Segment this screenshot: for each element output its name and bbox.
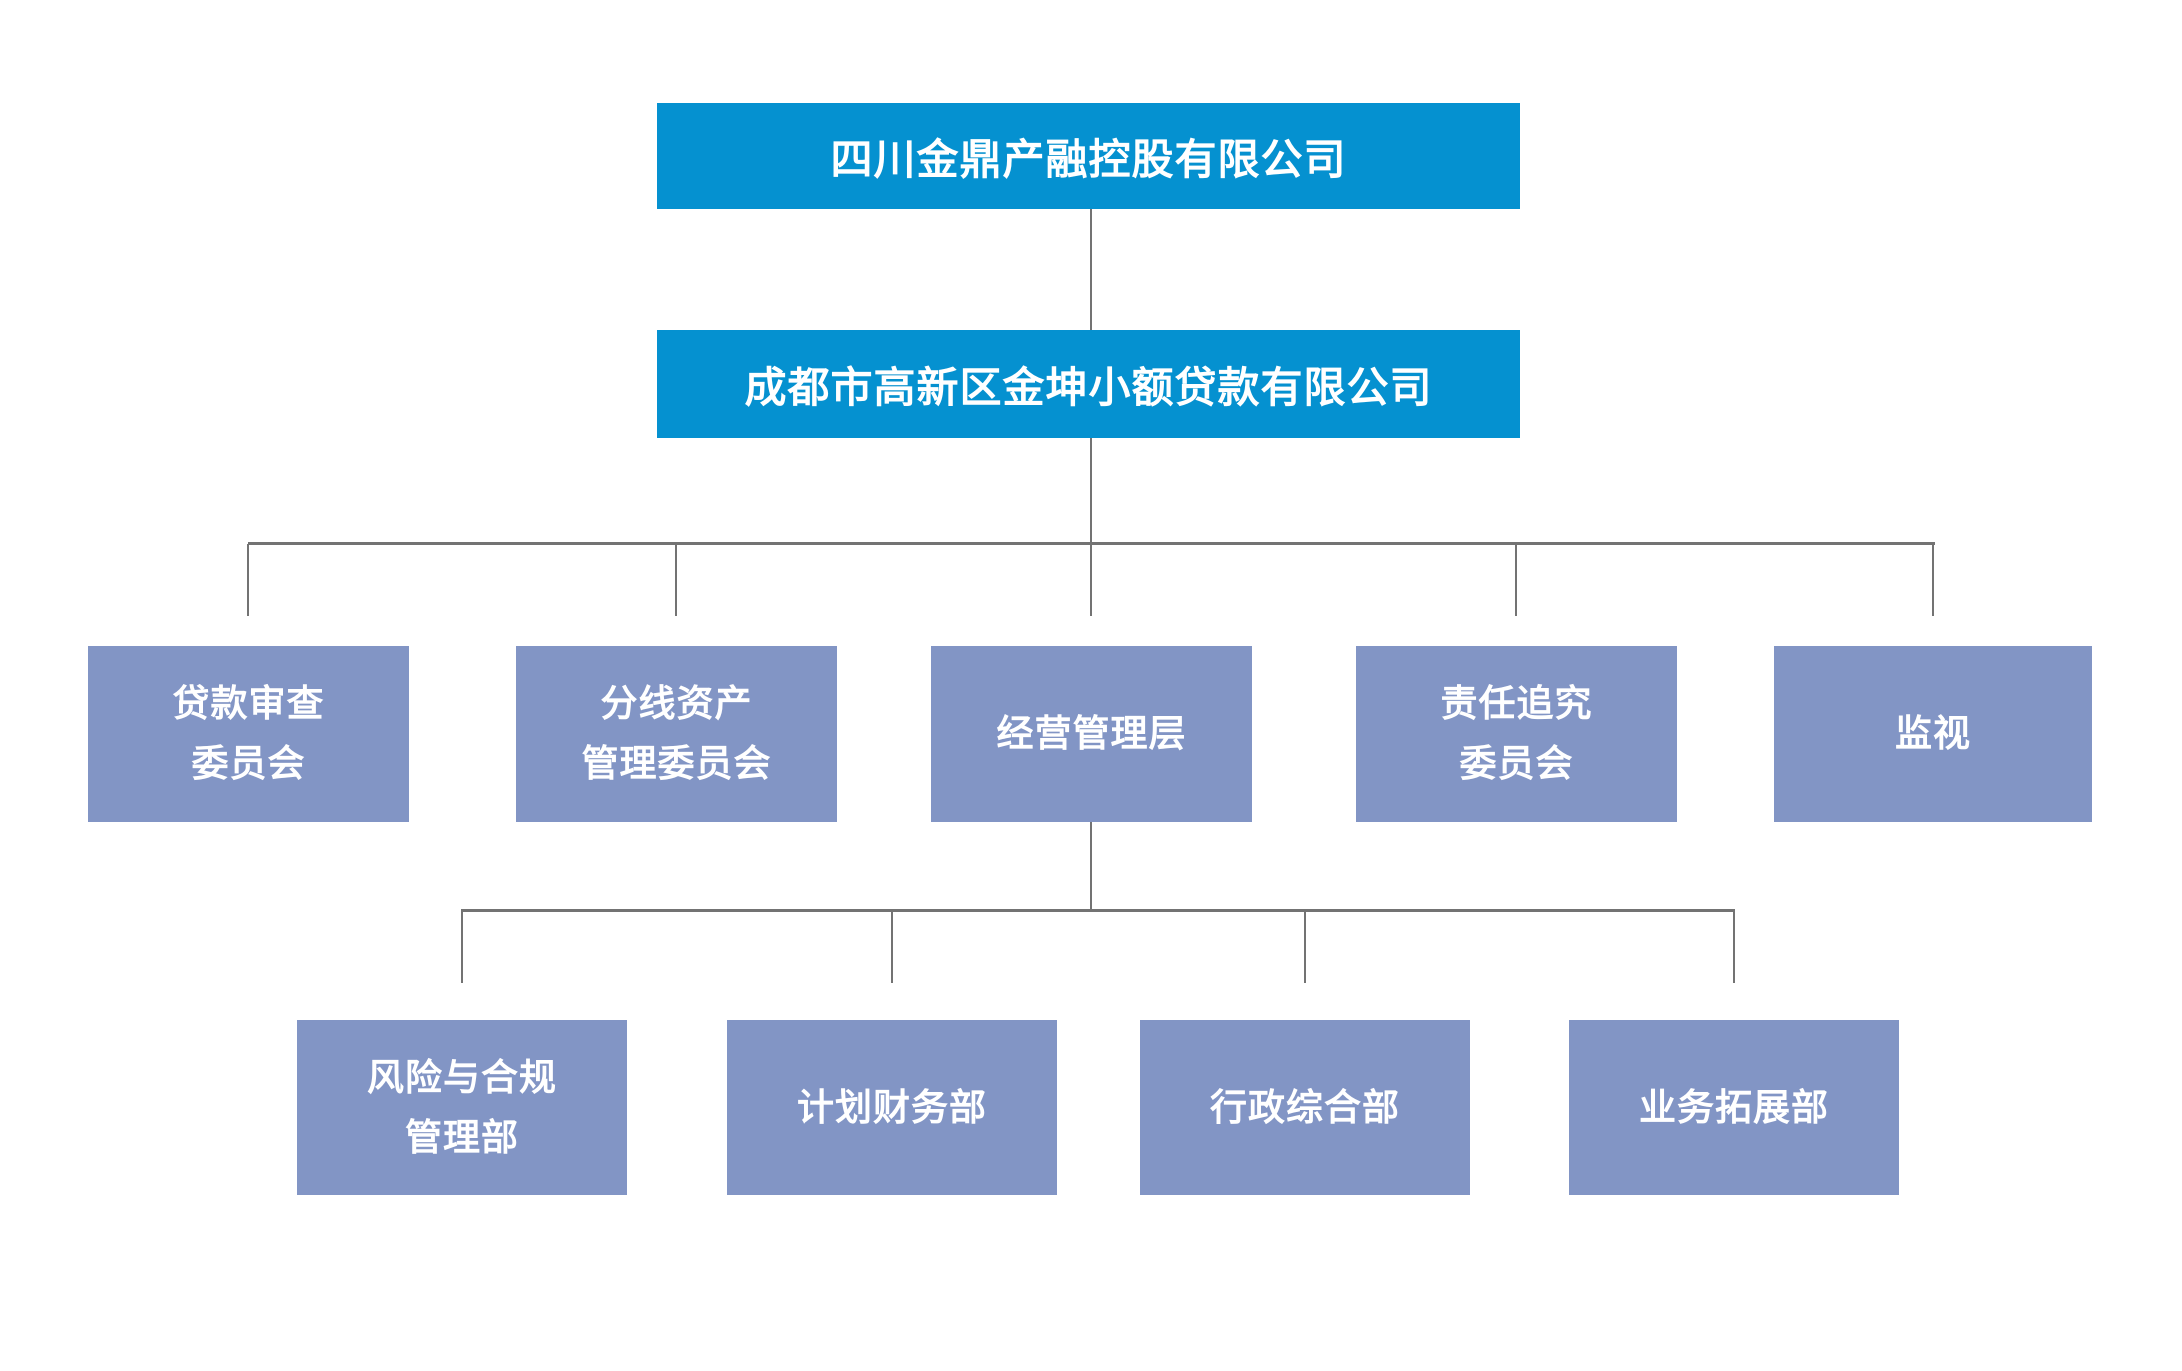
node-root-company-label: 四川金鼎产融控股有限公司 <box>830 135 1347 183</box>
node-subsidiary-company-label: 成都市高新区金坤小额贷款有限公司 <box>744 363 1433 411</box>
connector-level3-rail <box>248 542 1935 545</box>
node-planning-finance-dept: 计划财务部 <box>727 1020 1057 1195</box>
connector-stub-accountability <box>1515 544 1517 616</box>
node-management-level: 经营管理层 <box>931 646 1252 822</box>
connector-level4-rail <box>461 909 1735 912</box>
node-root-company: 四川金鼎产融控股有限公司 <box>657 103 1520 209</box>
node-accountability-committee-label: 责任追究 委员会 <box>1440 683 1593 784</box>
node-risk-compliance-dept-label: 风险与合规 管理部 <box>367 1056 557 1158</box>
node-admin-general-dept-label: 行政综合部 <box>1210 1086 1400 1128</box>
connector-stub-loan-review <box>247 544 249 616</box>
connector-root-to-subsidiary <box>1090 208 1092 330</box>
connector-stub-business-development <box>1733 911 1735 983</box>
connector-stub-asset-management <box>675 544 677 616</box>
node-planning-finance-dept-label: 计划财务部 <box>797 1086 987 1128</box>
node-business-development-dept: 业务拓展部 <box>1569 1020 1899 1195</box>
node-accountability-committee: 责任追究 委员会 <box>1356 646 1677 822</box>
connector-stub-management <box>1090 544 1092 616</box>
node-asset-management-committee-label: 分线资产 管理委员会 <box>581 683 772 784</box>
node-risk-compliance-dept: 风险与合规 管理部 <box>297 1020 627 1195</box>
node-loan-review-committee: 贷款审查 委员会 <box>88 646 409 822</box>
connector-subsidiary-riser <box>1090 437 1092 542</box>
connector-stub-admin-general <box>1304 911 1306 983</box>
node-supervision-label: 监视 <box>1895 713 1971 755</box>
connector-stub-risk-compliance <box>461 911 463 983</box>
node-management-level-label: 经营管理层 <box>996 713 1187 755</box>
connector-management-riser <box>1090 822 1092 909</box>
connector-stub-supervision <box>1932 544 1934 616</box>
node-supervision: 监视 <box>1774 646 2092 822</box>
node-asset-management-committee: 分线资产 管理委员会 <box>516 646 837 822</box>
node-business-development-dept-label: 业务拓展部 <box>1639 1086 1829 1128</box>
node-admin-general-dept: 行政综合部 <box>1140 1020 1470 1195</box>
connector-stub-planning-finance <box>891 911 893 983</box>
node-subsidiary-company: 成都市高新区金坤小额贷款有限公司 <box>657 330 1520 438</box>
node-loan-review-committee-label: 贷款审查 委员会 <box>172 683 325 784</box>
